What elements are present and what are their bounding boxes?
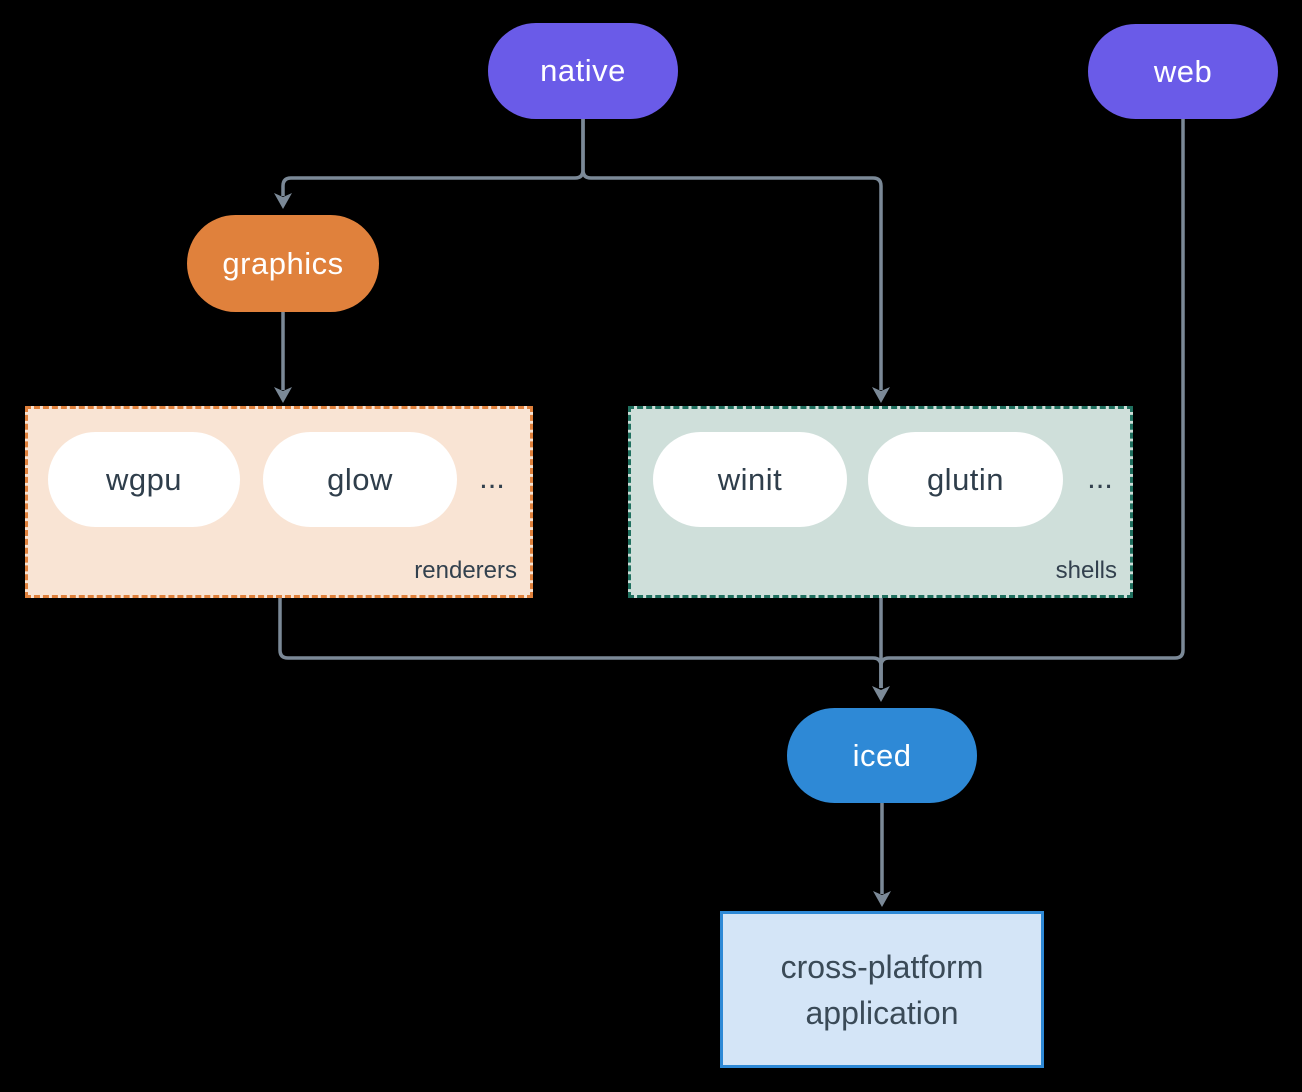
shells-group-label: shells — [1055, 557, 1117, 584]
edge-native-graphics — [281, 119, 585, 196]
edge-web-iced — [879, 119, 1185, 688]
native-label: native — [540, 53, 626, 88]
wgpu-node: wgpu — [48, 432, 240, 527]
arrowhead-graphics — [274, 193, 292, 209]
winit-node: winit — [653, 432, 847, 527]
web-label: web — [1153, 53, 1213, 89]
glutin-node: glutin — [868, 432, 1063, 527]
renderers-ellipsis: ... — [479, 460, 505, 495]
app-node: cross-platform application — [720, 911, 1044, 1068]
arrowhead-app — [873, 891, 891, 907]
graphics-label: graphics — [222, 245, 344, 281]
arrowhead-shells — [872, 387, 890, 403]
web-node: web — [1088, 24, 1278, 119]
app-label-line1: cross-platform — [780, 948, 984, 985]
arrowhead-renderers — [274, 387, 292, 403]
edge-renderers-iced — [278, 598, 883, 688]
renderers-group-label: renderers — [414, 557, 517, 584]
native-node: native — [488, 23, 678, 119]
winit-label: winit — [717, 461, 783, 497]
shells-ellipsis: ... — [1087, 460, 1113, 495]
glow-node: glow — [263, 432, 457, 527]
arrowhead-iced — [872, 686, 890, 702]
iced-node: iced — [787, 708, 977, 803]
wgpu-label: wgpu — [105, 461, 183, 497]
iced-label: iced — [852, 737, 912, 773]
glutin-label: glutin — [926, 461, 1005, 497]
graphics-node: graphics — [187, 215, 379, 312]
edge-native-shells — [581, 119, 883, 390]
app-label-line2: application — [805, 994, 959, 1031]
glow-label: glow — [327, 461, 393, 497]
